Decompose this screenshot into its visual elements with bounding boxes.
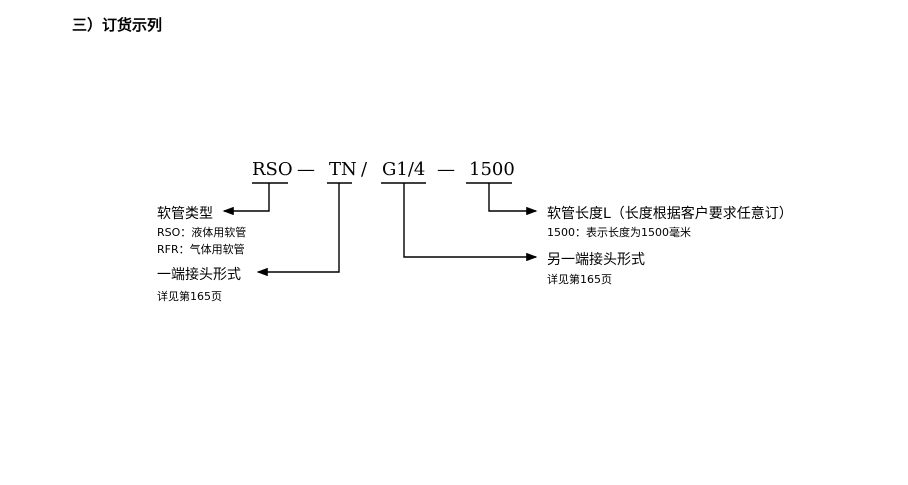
leader-hose-length [488, 183, 538, 216]
section-heading: 三）订货示列 [72, 16, 163, 34]
label-hose-type-rfr: RFR：气体用软管 [157, 243, 245, 256]
label-other-end-fitting-note: 详见第165页 [547, 273, 612, 286]
code-separator-slash: / [361, 159, 368, 180]
code-thread-size: G1/4 [382, 159, 426, 180]
code-separator-dash-2: — [437, 159, 455, 180]
label-end-fitting: 一端接头形式 [157, 267, 241, 283]
label-hose-type-rso: RSO：液体用软管 [157, 226, 247, 239]
leader-other-end-fitting [403, 183, 538, 262]
code-hose-length: 1500 [469, 159, 515, 180]
label-hose-length: 软管长度L（长度根据客户要求任意订） [547, 206, 793, 222]
label-hose-type: 软管类型 [157, 206, 213, 222]
code-separator-dash-1: — [297, 159, 315, 180]
leader-end-fitting [256, 183, 340, 277]
leader-hose-type [222, 183, 270, 216]
label-hose-length-note: 1500：表示长度为1500毫米 [547, 226, 691, 239]
label-other-end-fitting: 另一端接头形式 [547, 252, 645, 268]
code-end-fitting: TN [329, 159, 357, 180]
code-hose-type: RSO [252, 159, 293, 180]
label-end-fitting-note: 详见第165页 [157, 290, 222, 303]
